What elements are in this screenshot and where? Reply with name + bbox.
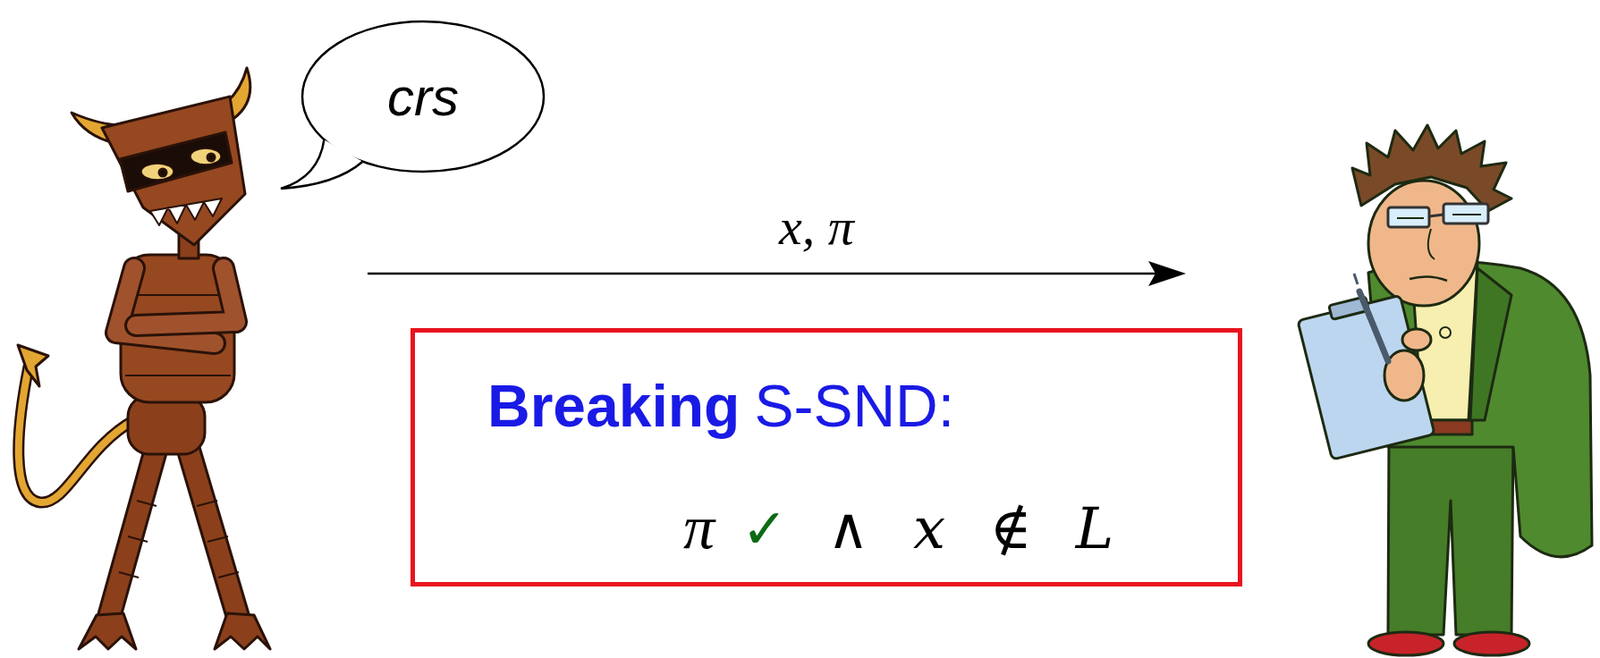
message-arrow-part xyxy=(1148,261,1186,287)
verifier-head-part xyxy=(1443,203,1489,224)
devil-legs-part xyxy=(207,536,229,542)
verifier-legs-part xyxy=(1388,434,1514,635)
robot-devil-part xyxy=(125,374,231,377)
devil-arms-part xyxy=(135,268,237,326)
devil-legs-part xyxy=(187,447,238,618)
verifier-character-part xyxy=(1402,329,1431,351)
verifier-head xyxy=(1352,125,1512,306)
verifier-head-part xyxy=(1396,217,1424,220)
devil-head-part xyxy=(141,163,174,180)
devil-feet-part xyxy=(78,613,136,650)
pen-part xyxy=(1354,273,1358,285)
devil-head-part xyxy=(207,153,215,161)
devil-legs-part xyxy=(196,500,218,507)
devil-feet-part xyxy=(214,613,271,650)
heading-property: S-SND: xyxy=(753,372,955,441)
verifier-head-part xyxy=(1429,214,1444,217)
verifier-character xyxy=(1295,125,1592,656)
condition-formula: ∧ x ∉ L xyxy=(827,495,1114,562)
devil-feet xyxy=(78,613,271,650)
devil-legs-part xyxy=(109,447,157,618)
message-label: x, π xyxy=(778,196,855,257)
proof-symbol: π xyxy=(683,491,715,564)
check-mark: ✓ xyxy=(741,496,788,562)
devil-arms xyxy=(116,268,237,344)
message-arrow xyxy=(367,261,1186,287)
devil-tail-part xyxy=(18,366,135,503)
message-arrow-part xyxy=(367,272,1156,276)
devil-legs-part xyxy=(187,447,238,618)
pen-part xyxy=(1359,291,1389,362)
text-row: BreakingS-SND: xyxy=(487,372,955,441)
devil-legs xyxy=(109,447,239,618)
verifier-head-part xyxy=(1352,125,1512,212)
text-row: π ✓ ∧ x ∉ L xyxy=(683,491,1114,564)
robot-devil-part xyxy=(125,294,231,297)
devil-legs-part xyxy=(218,572,239,578)
devil-head xyxy=(71,67,251,246)
devil-tail-part xyxy=(17,345,49,387)
devil-legs-part xyxy=(118,572,139,578)
devil-head-part xyxy=(190,148,221,165)
devil-arms-part xyxy=(135,268,237,326)
devil-head-part xyxy=(159,169,167,177)
pen xyxy=(1354,273,1389,362)
bubble-content: crs xyxy=(300,19,546,174)
devil-tail-part xyxy=(18,366,135,503)
devil-head-part xyxy=(119,132,232,192)
verifier-head-part xyxy=(1428,228,1435,260)
verifier-head-part xyxy=(1368,180,1480,306)
devil-head-part xyxy=(150,198,222,226)
verifier-character-part xyxy=(1439,327,1451,339)
verifier-head-part xyxy=(1388,207,1430,228)
clipboard-part xyxy=(1297,295,1435,460)
condition-box: BreakingS-SND: π ✓ ∧ x ∉ L xyxy=(410,328,1243,587)
devil-hips xyxy=(127,395,205,455)
devil-legs-part xyxy=(109,447,157,618)
heading-bold: Breaking xyxy=(487,372,740,441)
verifier-head-part xyxy=(1409,276,1448,281)
verifier-hand xyxy=(1384,350,1424,401)
verifier-legs xyxy=(1388,434,1514,635)
bubble-tail xyxy=(280,139,364,189)
verifier-character-part xyxy=(1470,268,1512,421)
verifier-head-part xyxy=(1452,213,1482,216)
clipboard xyxy=(1295,288,1435,461)
robot-devil xyxy=(17,67,271,650)
devil-legs-part xyxy=(127,536,148,542)
devil-head-part xyxy=(101,96,246,246)
speech-bubble: crs xyxy=(300,19,546,174)
verifier-shoe xyxy=(1368,632,1444,656)
verifier-shoe xyxy=(1454,632,1530,656)
message-text: crs xyxy=(387,66,459,128)
devil-tail xyxy=(17,345,135,503)
devil-legs-part xyxy=(136,500,157,507)
